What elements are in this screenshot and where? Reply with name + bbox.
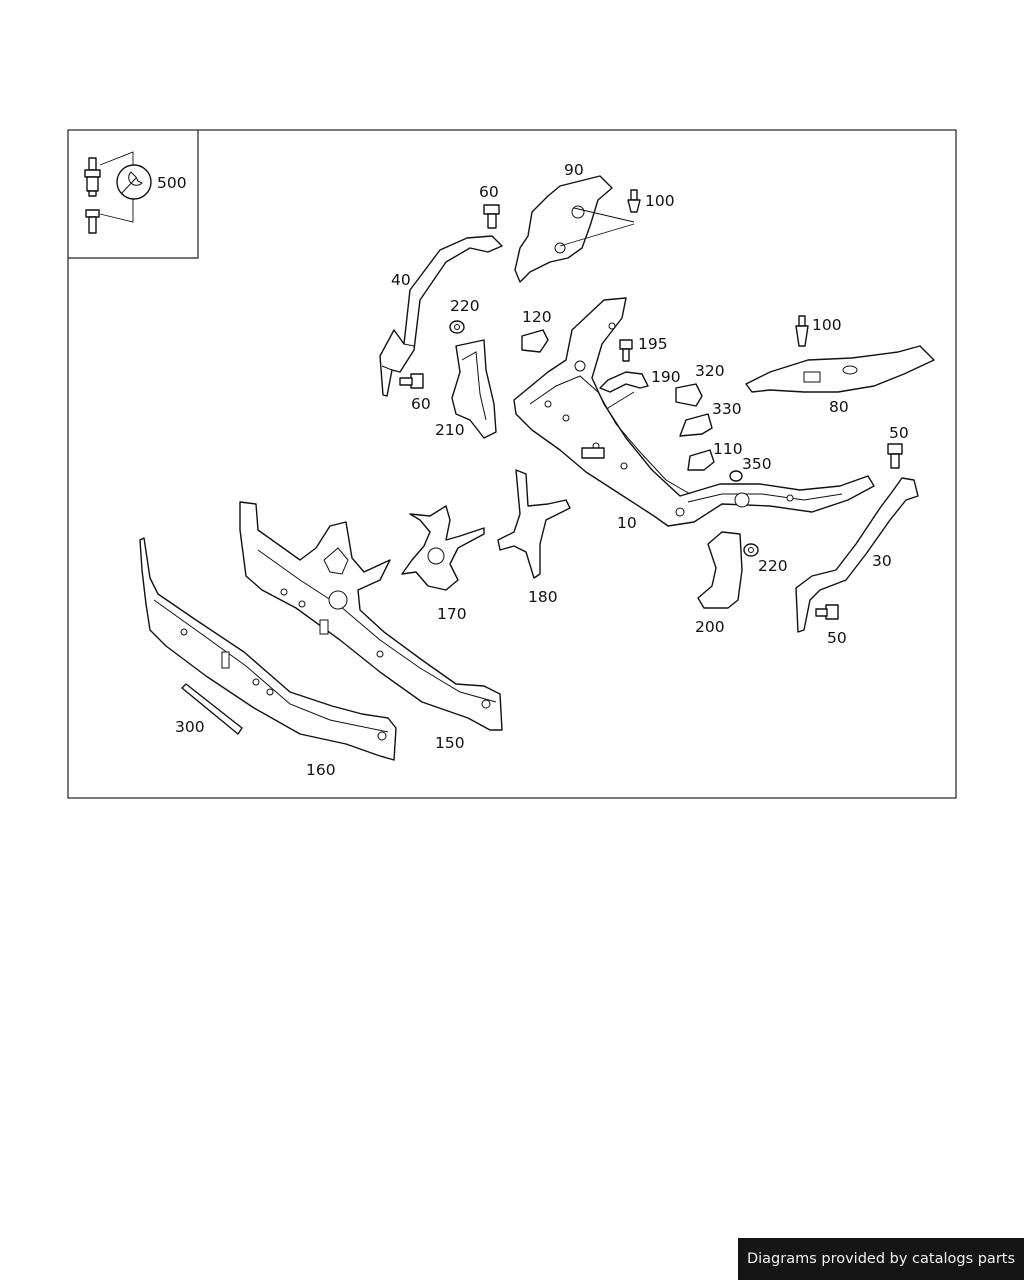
callout-200: 200 [695,618,725,636]
callout-500: 500 [157,174,187,192]
part-170-bracket [401,505,485,591]
clip-110 [687,449,715,471]
clip-120 [521,329,549,353]
clip-100-top [627,189,641,213]
callout-10: 10 [617,514,637,532]
part-300-rod [181,683,243,735]
callout-30: 30 [872,552,892,570]
credit-banner: Diagrams provided by catalogs parts [738,1238,1024,1280]
part-180-bracket [497,469,571,579]
callout-110: 110 [713,440,743,458]
bolt-60-left [399,373,424,389]
part-30-strut [795,477,919,633]
clip-330 [679,413,713,437]
callout-220-top: 220 [450,297,480,315]
callout-100-top: 100 [645,192,675,210]
part-40-bracket [379,235,503,397]
part-150-crossmember [239,501,503,731]
part-210-support [451,339,497,439]
part-10-front-carrier [513,297,875,527]
bolt-50-bottom [815,604,839,620]
bolt-50-top [887,443,903,469]
part-160-lower-member [139,537,397,761]
callout-170: 170 [437,605,467,623]
part-90-bracket [514,175,635,283]
part-80-panel [745,345,935,393]
callout-50-top: 50 [889,424,909,442]
kit-inset-box [68,130,199,259]
callout-320: 320 [695,362,725,380]
bolt-60-top [483,204,500,229]
callout-190: 190 [651,368,681,386]
wrench-icon [116,164,152,200]
callout-90: 90 [564,161,584,179]
callout-350: 350 [742,455,772,473]
callout-195: 195 [638,335,668,353]
callout-160: 160 [306,761,336,779]
bolt-195 [619,339,633,362]
callout-100-right: 100 [812,316,842,334]
diagram-frame [67,129,957,799]
callout-40: 40 [391,271,411,289]
part-200-bracket [697,531,743,609]
callout-300: 300 [175,718,205,736]
clip-320 [675,383,703,407]
clip-100-right [795,315,809,347]
callout-50-bottom: 50 [827,629,847,647]
callout-210: 210 [435,421,465,439]
callout-60-top: 60 [479,183,499,201]
callout-80: 80 [829,398,849,416]
callout-180: 180 [528,588,558,606]
callout-150: 150 [435,734,465,752]
nut-220-bottom [743,543,759,557]
callout-60-left: 60 [411,395,431,413]
plug-350 [729,470,743,482]
callout-330: 330 [712,400,742,418]
nut-220-top [449,320,465,334]
callout-120: 120 [522,308,552,326]
callout-220-bottom: 220 [758,557,788,575]
